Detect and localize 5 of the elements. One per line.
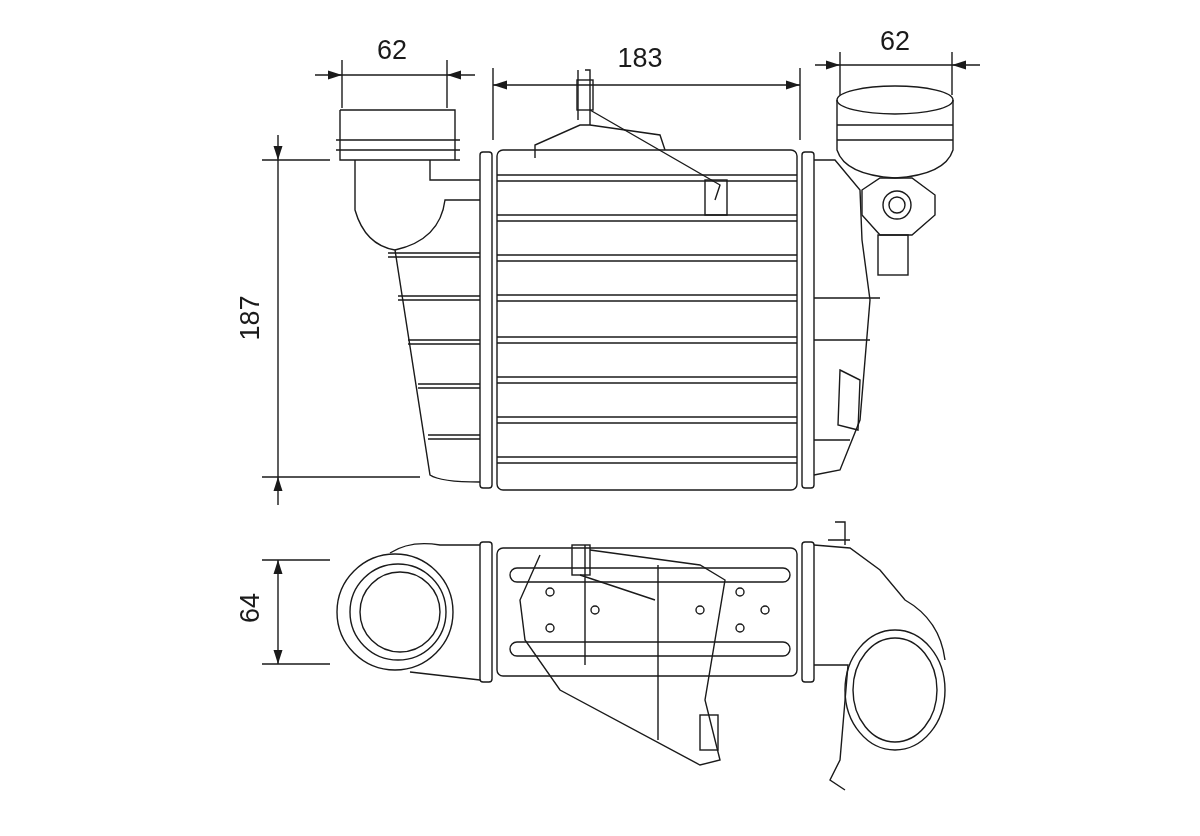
dimension-label: 64 bbox=[236, 593, 264, 623]
dimension-label: 187 bbox=[236, 295, 264, 341]
dimension-label: 62 bbox=[377, 36, 407, 64]
dimension-label: 183 bbox=[617, 44, 663, 72]
dimension-label: 62 bbox=[880, 27, 910, 55]
